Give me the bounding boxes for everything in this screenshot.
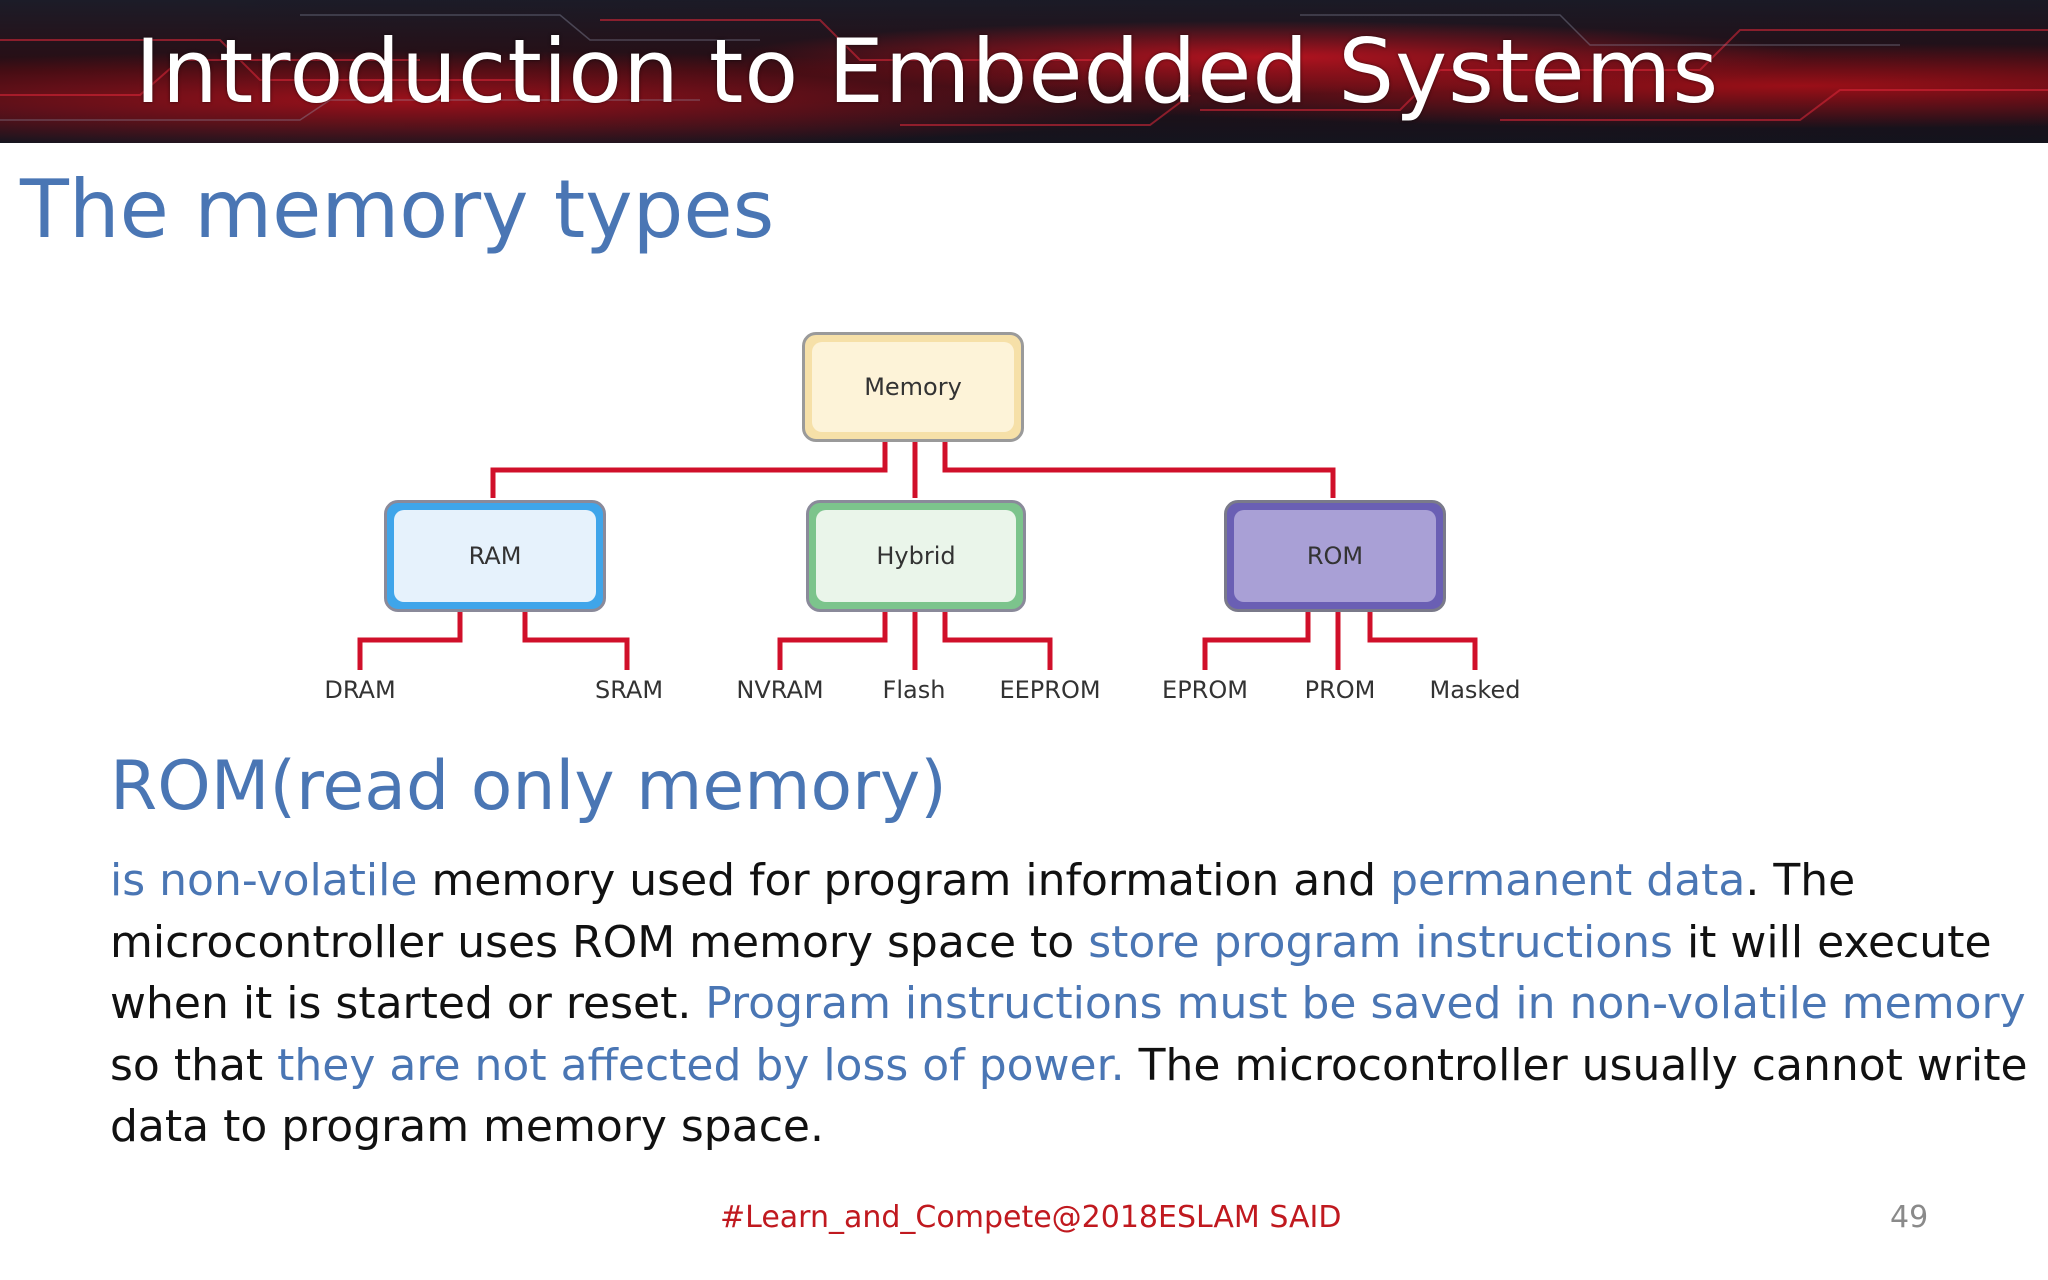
header-banner: Introduction to Embedded Systems [0,0,2048,143]
memory-hierarchy-diagram: Memory RAM Hybrid ROM DRAM SRAM NVRAM Fl… [280,320,1580,740]
footer-author: ESLAM SAID [1158,1200,1342,1235]
leaf-sram: SRAM [594,676,664,704]
rom-description: is non-volatile memory used for program … [110,850,2030,1158]
hybrid-node-label: Hybrid [876,542,956,570]
text-segment: The microcontroller usually cannot write… [110,1039,2028,1153]
text-segment: is non-volatile [110,855,418,906]
memory-node: Memory [802,332,1024,442]
rom-node-label: ROM [1306,542,1364,570]
memory-node-label: Memory [864,373,962,401]
slide-title: The memory types [20,163,775,256]
leaf-masked: Masked [1429,676,1521,704]
circuit-pattern [0,14,2048,126]
text-segment: they are not affected by loss of power. [277,1039,1125,1091]
text-segment: so that [110,1039,278,1091]
footer-hashtag: #Learn_and_Compete@2018 [720,1200,1159,1235]
text-segment: it will execute when it is started or re… [110,916,1992,1030]
leaf-nvram: NVRAM [736,676,824,704]
diagram-connectors [357,442,1478,670]
rom-node: ROM [1224,500,1446,612]
text-segment: Program instructions must be saved in no… [705,978,2026,1029]
leaf-dram: DRAM [324,676,396,704]
ram-node: RAM [384,500,606,612]
section-heading: ROM(read only memory) [110,747,947,826]
ram-node-label: RAM [468,542,522,570]
text-segment: . The microcontroller uses ROM memory sp… [110,855,1856,968]
text-segment: store program instructions [1088,916,1673,968]
leaf-prom: PROM [1304,676,1376,704]
leaf-eeprom: EEPROM [999,676,1101,704]
leaf-flash: Flash [882,676,946,704]
slide-number: 49 [1890,1200,1929,1235]
hybrid-node: Hybrid [806,500,1026,612]
text-segment: permanent data [1390,855,1746,906]
header-title: Introduction to Embedded Systems [135,20,1720,123]
text-segment: memory used for program information and [417,855,1391,906]
leaf-eprom: EPROM [1162,676,1248,704]
